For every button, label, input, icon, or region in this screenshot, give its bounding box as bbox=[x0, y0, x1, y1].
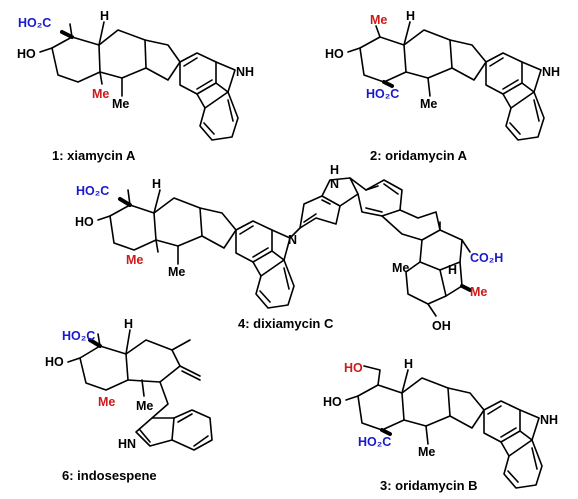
methyl-label: Me bbox=[420, 97, 437, 111]
carboxylic-acid-label: HO₂C bbox=[76, 184, 109, 198]
compound-1-caption: 1: xiamycin A bbox=[52, 148, 136, 163]
carboxylic-acid-label: HO₂C bbox=[62, 329, 95, 343]
indole-nh-h-label: H bbox=[330, 163, 339, 177]
hydrogen-label: H bbox=[124, 317, 133, 331]
hydrogen-2-label: H bbox=[448, 263, 457, 277]
compound-4-caption: 4: dixiamycin C bbox=[238, 316, 334, 331]
compound-4-dixiamycin-c: HO₂C H HO Me Me N H N Me H CO₂H Me OH 4:… bbox=[75, 163, 503, 333]
compound-6-caption: 6: indosespene bbox=[62, 468, 157, 483]
indole-nh-label: NH bbox=[540, 413, 558, 427]
carboxylic-acid-label: HO₂C bbox=[366, 87, 399, 101]
methyl-red-label: Me bbox=[98, 395, 115, 409]
compound-2-caption: 2: oridamycin A bbox=[370, 148, 468, 163]
compound-3-oridamycin-b: HO H HO HO₂C Me NH 3: oridamycin B bbox=[323, 357, 558, 493]
carbazole-n-label: N bbox=[288, 233, 297, 247]
hydroxyl-label: HO bbox=[17, 47, 36, 61]
carboxylic-acid-label: HO₂C bbox=[358, 435, 391, 449]
methyl-2-label: Me bbox=[392, 261, 409, 275]
methyl-label: Me bbox=[112, 97, 129, 111]
compound-3-bonds bbox=[345, 365, 543, 489]
methyl-label: Me bbox=[136, 399, 153, 413]
compound-1-bonds bbox=[39, 21, 239, 141]
hydroxyl-label: HO bbox=[75, 215, 94, 229]
carboxylic-acid-right-label: CO₂H bbox=[470, 251, 503, 265]
compound-1-xiamycin-a: HO₂C HO H Me Me NH 1: xiamycin A bbox=[17, 9, 254, 163]
compound-6-labels: HO₂C H HO Me Me HN bbox=[45, 317, 153, 451]
compound-4-bonds bbox=[97, 177, 472, 317]
hydrogen-label: H bbox=[404, 357, 413, 371]
methyl-label: Me bbox=[418, 445, 435, 459]
compound-3-labels: HO H HO HO₂C Me NH bbox=[323, 357, 558, 459]
compound-4-labels: HO₂C H HO Me Me N H N Me H CO₂H Me OH bbox=[75, 163, 503, 333]
methyl-red-label: Me bbox=[126, 253, 143, 267]
compound-6-bonds bbox=[67, 329, 213, 451]
carboxylic-acid-label: HO₂C bbox=[18, 16, 51, 30]
hydroxyl-label: HO bbox=[323, 395, 342, 409]
methyl-red-2-label: Me bbox=[470, 285, 487, 299]
compound-6-indosespene: HO₂C H HO Me Me HN 6: indosespene bbox=[45, 317, 213, 483]
compound-3-caption: 3: oridamycin B bbox=[380, 478, 478, 493]
hydroxyl-label: HO bbox=[45, 355, 64, 369]
hydroxyl-right-label: OH bbox=[432, 319, 451, 333]
compound-2-labels: Me H HO HO₂C Me NH bbox=[325, 9, 560, 111]
hydrogen-label: H bbox=[406, 9, 415, 23]
methyl-red-label: Me bbox=[92, 87, 109, 101]
compound-2-bonds bbox=[347, 21, 545, 141]
methyl-red-label: Me bbox=[370, 13, 387, 27]
indole-nh-label: NH bbox=[542, 65, 560, 79]
hydroxyl-label: HO bbox=[325, 47, 344, 61]
methyl-label: Me bbox=[168, 265, 185, 279]
indole-nh-label: NH bbox=[236, 65, 254, 79]
hydrogen-label: H bbox=[100, 9, 109, 23]
indole-hn-label: HN bbox=[118, 437, 136, 451]
hydroxymethyl-label: HO bbox=[344, 361, 363, 375]
compound-2-oridamycin-a: Me H HO HO₂C Me NH 2: oridamycin A bbox=[325, 9, 560, 163]
hydrogen-label: H bbox=[152, 177, 161, 191]
compound-1-labels: HO₂C HO H Me Me NH bbox=[17, 9, 254, 111]
indole-nh-n-label: N bbox=[330, 177, 339, 191]
